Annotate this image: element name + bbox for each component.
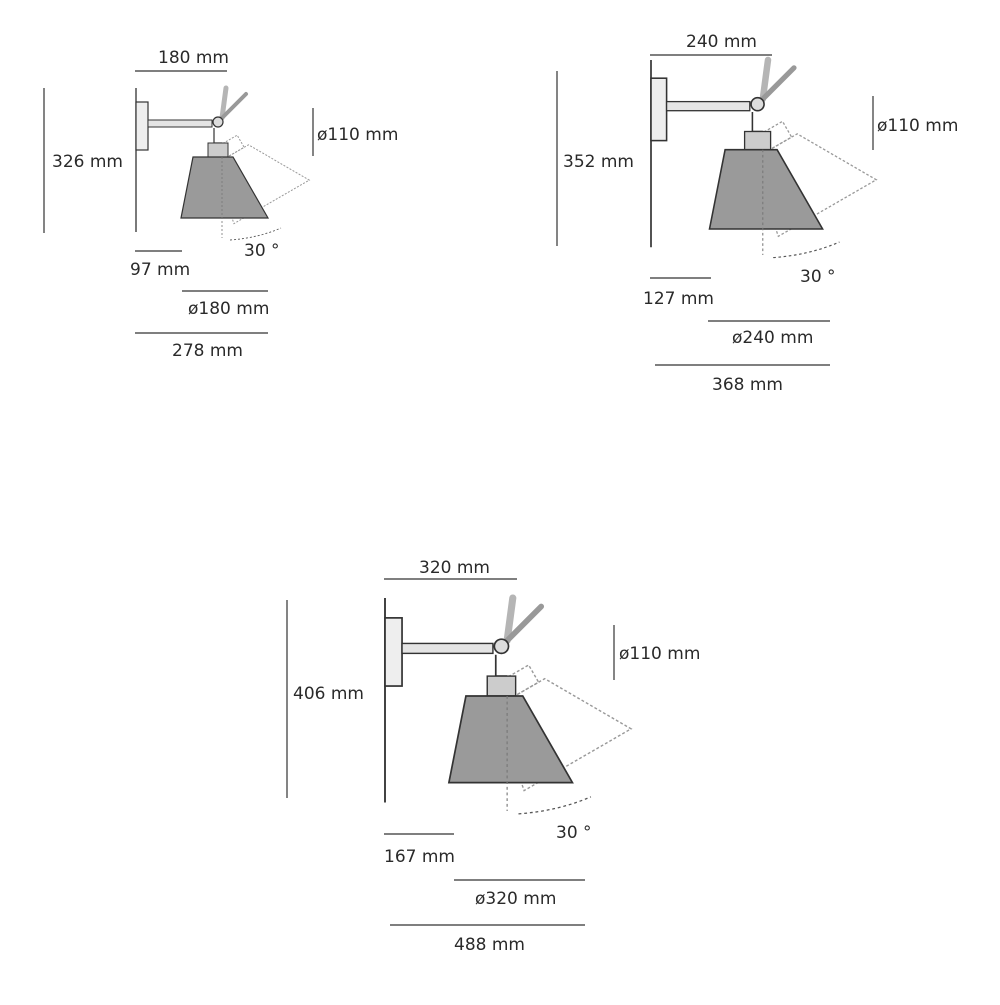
- projection-label: 127 mm: [643, 289, 714, 309]
- projection-label: 167 mm: [384, 847, 455, 867]
- width-label: 240 mm: [686, 32, 757, 52]
- lamp-medium: 240 mm 352 mm ø110 mm 30 ° 127 mm ø240 m…: [556, 32, 958, 395]
- lamp-drawing: [136, 88, 309, 240]
- height-label: 352 mm: [563, 152, 634, 172]
- shade-diameter-label: ø320 mm: [475, 889, 556, 909]
- angle-label: 30 °: [244, 241, 280, 261]
- depth-label: 488 mm: [454, 935, 525, 955]
- lamp-large: 320 mm 406 mm ø110 mm 30 ° 167 mm ø320 m…: [286, 558, 700, 955]
- bulb-label: ø110 mm: [619, 644, 700, 664]
- depth-label: 368 mm: [712, 375, 783, 395]
- shade-diameter-label: ø180 mm: [188, 299, 269, 319]
- projection-label: 97 mm: [130, 260, 190, 280]
- bulb-label: ø110 mm: [877, 116, 958, 136]
- height-label: 406 mm: [293, 684, 364, 704]
- angle-label: 30 °: [556, 823, 592, 843]
- lamp-small: 180 mm 326 mm ø110 mm 30 ° 97 mm ø180 mm…: [43, 48, 398, 361]
- width-label: 320 mm: [419, 558, 490, 578]
- shade-diameter-label: ø240 mm: [732, 328, 813, 348]
- lamp-drawing: [651, 60, 876, 258]
- bulb-label: ø110 mm: [317, 125, 398, 145]
- angle-label: 30 °: [800, 267, 836, 287]
- lamp-drawing: [385, 598, 631, 814]
- width-label: 180 mm: [158, 48, 229, 68]
- height-label: 326 mm: [52, 152, 123, 172]
- depth-label: 278 mm: [172, 341, 243, 361]
